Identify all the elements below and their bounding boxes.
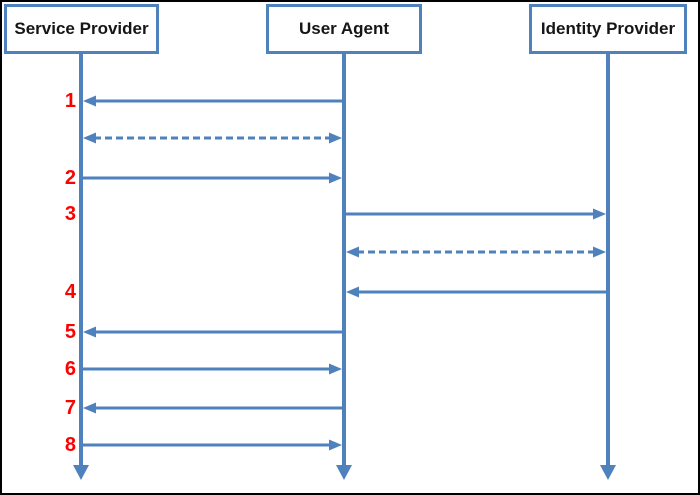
message-arrow-7-head — [83, 402, 96, 414]
actor-box-user-agent: User Agent — [266, 4, 422, 54]
lifeline-end-arrowhead-sp — [73, 465, 89, 480]
actor-box-identity-provider: Identity Provider — [529, 4, 687, 54]
step-number-6: 6 — [64, 358, 76, 380]
step-number-3: 3 — [64, 203, 76, 225]
message-arrow-dashed-4-head — [593, 246, 606, 258]
step-number-2: 2 — [64, 167, 76, 189]
step-number-8: 8 — [64, 434, 76, 456]
step-number-5: 5 — [64, 321, 76, 343]
actor-label-service-provider: Service Provider — [14, 19, 149, 38]
step-number-7: 7 — [64, 397, 76, 419]
message-arrow-4-head — [346, 286, 359, 298]
message-arrow-2-head — [329, 172, 342, 184]
message-arrow-3-head — [593, 208, 606, 220]
message-arrow-dashed-1-head — [329, 132, 342, 144]
lifeline-end-arrowhead-idp — [600, 465, 616, 480]
message-arrow-dashed-4-tail-head — [346, 246, 359, 258]
message-arrow-1-head — [83, 95, 96, 107]
step-number-1: 1 — [64, 90, 76, 112]
message-arrow-8-head — [329, 439, 342, 451]
step-number-4: 4 — [64, 281, 76, 303]
message-arrow-6-head — [329, 363, 342, 375]
message-arrow-5-head — [83, 326, 96, 338]
actor-box-service-provider: Service Provider — [4, 4, 159, 54]
actor-label-identity-provider: Identity Provider — [540, 19, 676, 38]
actor-label-user-agent: User Agent — [298, 19, 390, 38]
lifeline-end-arrowhead-ua — [336, 465, 352, 480]
message-arrow-dashed-1-tail-head — [83, 132, 96, 144]
